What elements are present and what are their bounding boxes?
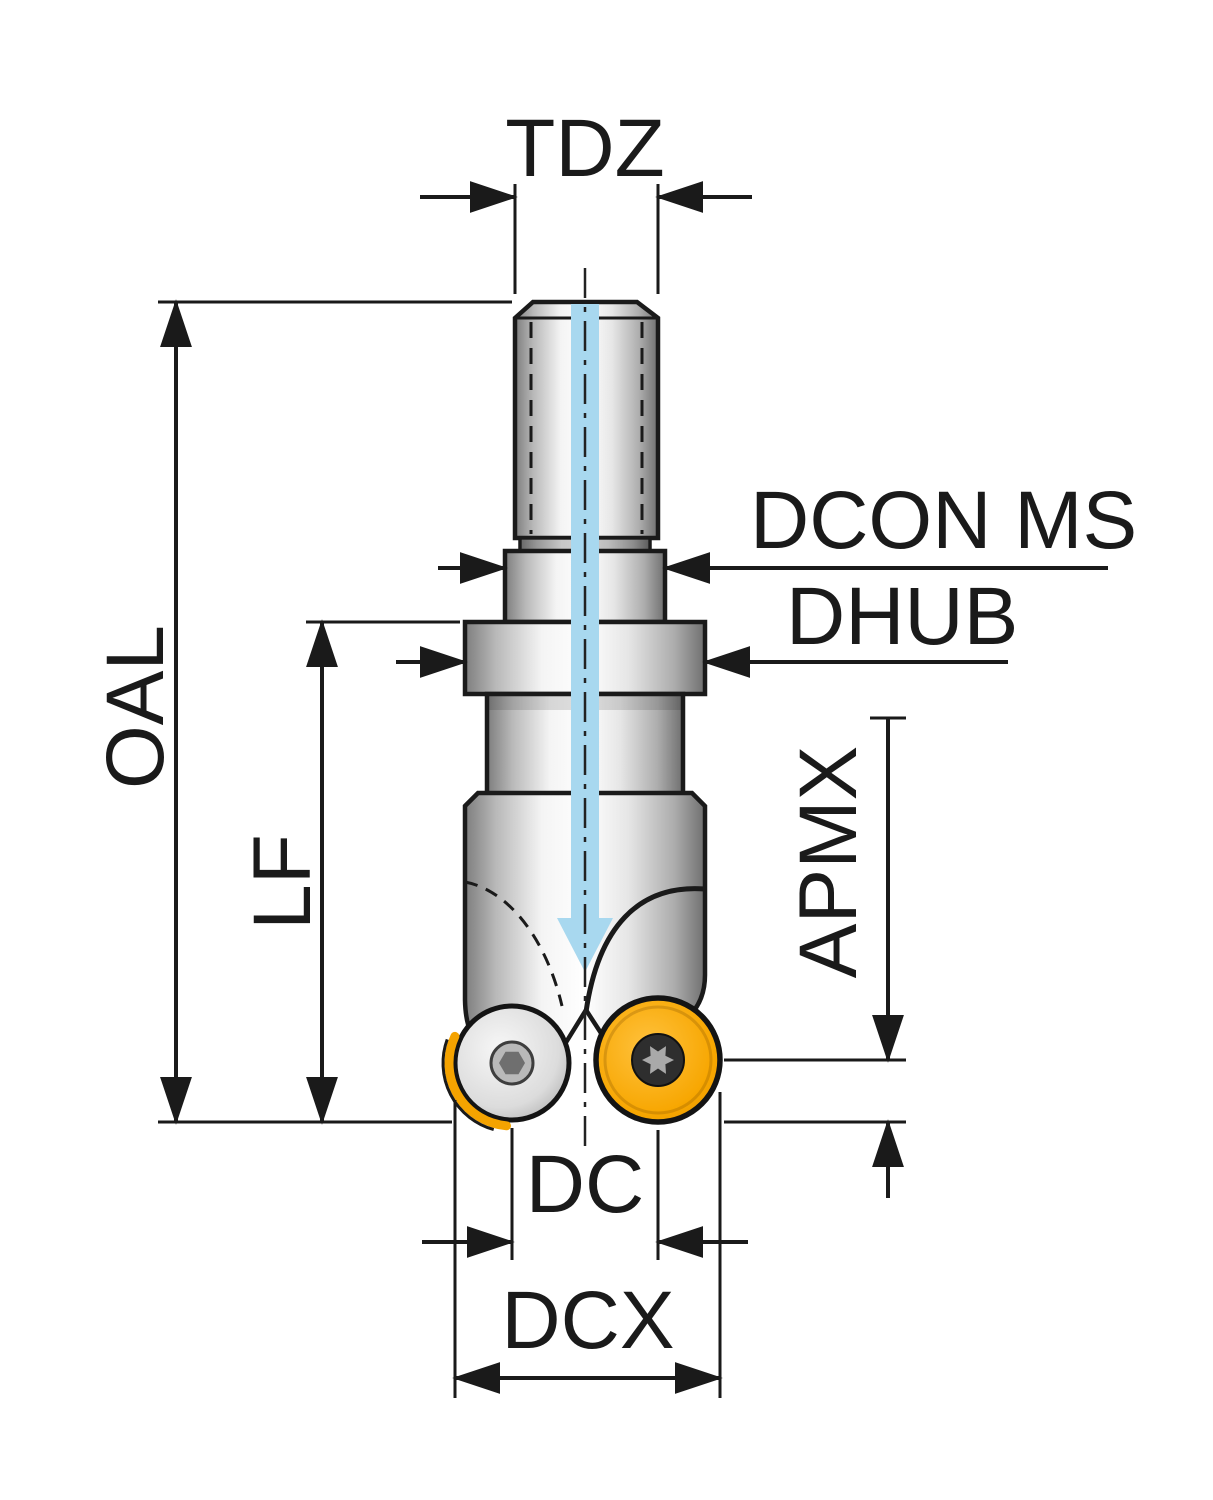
dim-dc — [422, 1128, 748, 1260]
insert-screw-left-hex-socket — [499, 1051, 525, 1075]
label-dhub: DHUB — [786, 571, 1018, 662]
label-apmx: APMX — [783, 746, 874, 978]
label-dc: DC — [526, 1139, 644, 1230]
pocket-curve — [583, 886, 706, 1013]
dim-dcx — [452, 1092, 723, 1398]
insert-edge-outline-arc — [441, 1038, 495, 1132]
label-dcx: DCX — [501, 1275, 674, 1366]
dim-tdz — [420, 181, 752, 294]
label-dcon-ms: DCON MS — [750, 475, 1137, 566]
dimensions-group — [158, 181, 1108, 1398]
label-oal: OAL — [90, 625, 181, 789]
dim-lf — [306, 619, 460, 1125]
insert-screw-right-torx-socket — [642, 1046, 674, 1074]
insert-right-inner-ring — [603, 1005, 713, 1115]
insert-edge-accent-arc — [444, 1031, 511, 1131]
insert-right — [593, 995, 723, 1125]
hidden-pocket-dashed — [464, 880, 564, 1007]
insert-left — [441, 1003, 572, 1132]
dim-oal — [158, 299, 512, 1125]
dim-apmx — [724, 716, 906, 1198]
label-tdz: TDZ — [505, 103, 664, 194]
label-lf: LF — [237, 834, 328, 930]
